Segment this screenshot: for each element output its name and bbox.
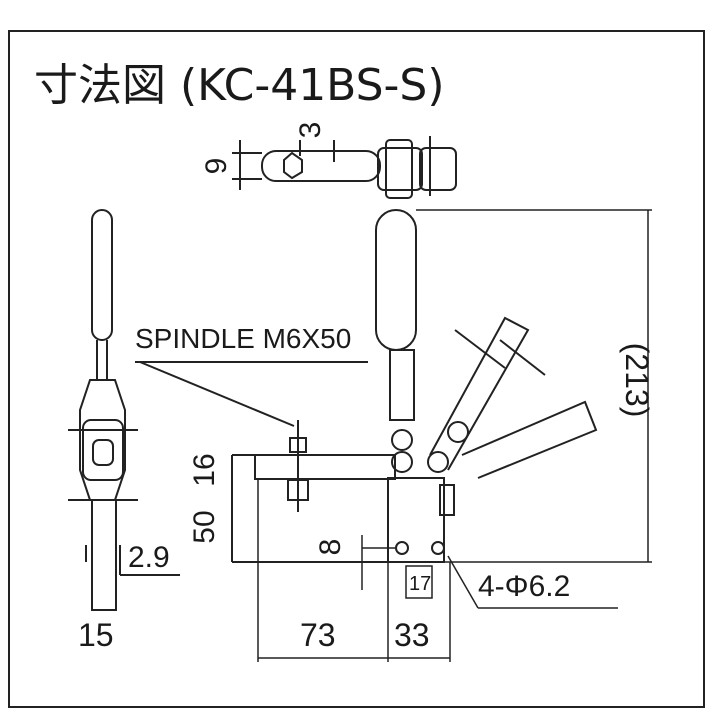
dim-9-label: 9	[200, 158, 233, 175]
spindle-leader	[135, 361, 368, 427]
dim-50-label: 50	[188, 510, 221, 543]
dimension-lines	[257, 209, 652, 662]
dim-73-label: 73	[300, 617, 336, 653]
drawing-border	[8, 30, 705, 708]
top-view	[232, 136, 457, 199]
side-view	[68, 209, 180, 611]
dim-17-label: 17	[409, 573, 431, 595]
drawing-title: 寸法図 (KC-41BS-S)	[34, 60, 445, 111]
hole-label: 4-Φ6.2	[478, 570, 570, 603]
dim-3-label: 3	[294, 122, 327, 139]
dim-33-label: 33	[394, 617, 430, 653]
front-view	[231, 209, 598, 563]
dim-2-9-label: 2.9	[128, 541, 170, 574]
dim-213-label: (213)	[619, 343, 655, 418]
dim-16-label: 16	[188, 453, 221, 486]
dim-15-label: 15	[78, 617, 114, 653]
dim-8-label: 8	[314, 539, 347, 556]
spindle-label: SPINDLE M6X50	[135, 323, 351, 354]
